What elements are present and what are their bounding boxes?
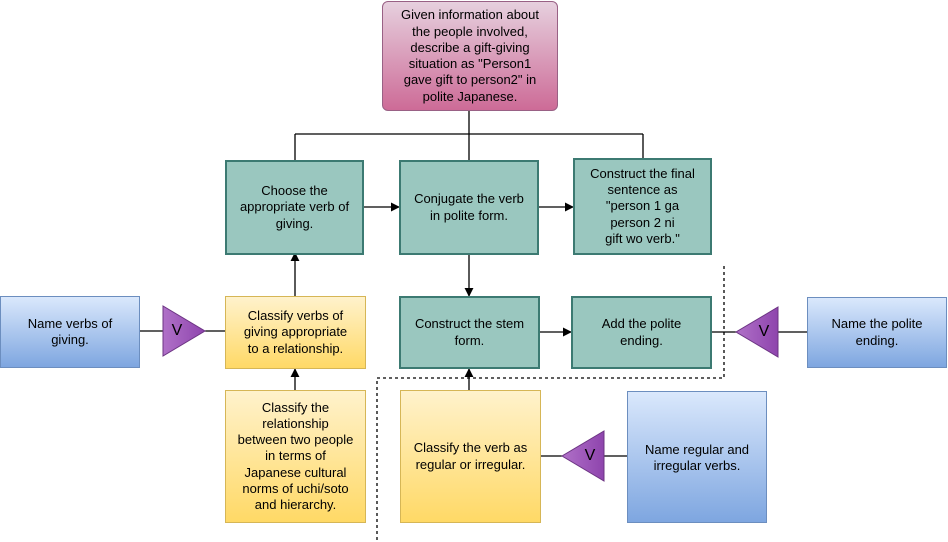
name-polite-ending-box[interactable]: Name the polite ending. bbox=[807, 297, 947, 368]
goal-box[interactable]: Given information about the people invol… bbox=[382, 1, 558, 111]
triangle-bottom-label: V bbox=[584, 447, 596, 464]
name-regular-verbs-box[interactable]: Name regular and irregular verbs. bbox=[627, 391, 767, 523]
triangle-right-label: V bbox=[758, 323, 770, 340]
triangle-bottom-icon bbox=[561, 430, 605, 482]
dashed-boundary-line bbox=[376, 266, 725, 542]
choose-verb-box[interactable]: Choose the appropriate verb of giving. bbox=[225, 160, 364, 255]
add-polite-box[interactable]: Add the polite ending. bbox=[571, 296, 712, 369]
classify-verbs-box[interactable]: Classify verbs of giving appropriate to … bbox=[225, 296, 366, 369]
name-verbs-giving-box[interactable]: Name verbs of giving. bbox=[0, 296, 140, 368]
classify-regular-box[interactable]: Classify the verb as regular or irregula… bbox=[400, 390, 541, 523]
classify-relationship-box[interactable]: Classify the relationship between two pe… bbox=[225, 390, 366, 523]
conjugate-verb-box[interactable]: Conjugate the verb in polite form. bbox=[399, 160, 539, 255]
triangle-right-icon bbox=[735, 306, 779, 358]
construct-final-box[interactable]: Construct the final sentence as "person … bbox=[573, 158, 712, 255]
construct-stem-box[interactable]: Construct the stem form. bbox=[399, 296, 540, 369]
triangle-left-label: V bbox=[171, 322, 183, 339]
triangle-left-icon bbox=[162, 305, 206, 357]
